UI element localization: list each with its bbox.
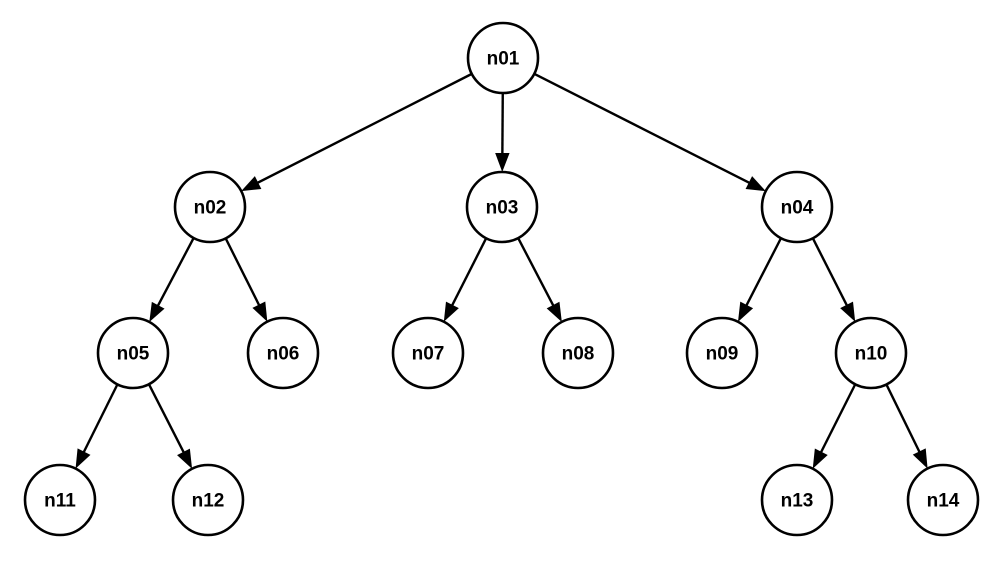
edge-line	[80, 383, 119, 457]
edge-line	[811, 237, 850, 310]
graph-edge-n02-n05	[149, 237, 195, 323]
node-layer: n01 n02 n03 n04 n05 n06 n07 n08 n09 n10 n11 n12 n13 n…	[23, 21, 980, 537]
edge-layer	[75, 72, 928, 469]
node-label: n14	[927, 491, 960, 512]
graph-node-n10[interactable]: n10	[834, 316, 908, 390]
node-label: n09	[706, 344, 739, 365]
graph-edge-n05-n11	[75, 383, 119, 469]
edge-line	[885, 383, 923, 457]
graph-edge-n03-n08	[517, 237, 562, 322]
node-circle[interactable]	[96, 316, 170, 390]
edge-line	[449, 237, 488, 310]
edge-arrowhead	[840, 301, 856, 322]
node-circle[interactable]	[685, 316, 759, 390]
edge-line	[147, 383, 187, 457]
node-label: n13	[781, 491, 814, 512]
edge-arrowhead	[495, 152, 510, 172]
graph-edge-n02-n06	[224, 237, 268, 322]
graph-edge-n10-n14	[885, 383, 928, 469]
node-label: n11	[44, 491, 76, 512]
node-circle[interactable]	[760, 170, 834, 244]
edge-arrowhead	[75, 448, 91, 469]
node-circle[interactable]	[834, 316, 908, 390]
node-label: n08	[562, 344, 595, 365]
graph-node-n04[interactable]: n04	[760, 170, 834, 244]
node-circle[interactable]	[173, 170, 247, 244]
edge-arrowhead	[252, 301, 268, 322]
graph-edge-n04-n10	[811, 237, 856, 322]
graph-node-n08[interactable]: n08	[541, 316, 615, 390]
node-label: n01	[487, 49, 520, 70]
graph-edge-n01-n02	[241, 72, 473, 192]
edge-arrowhead	[443, 301, 459, 322]
graph-node-n12[interactable]: n12	[171, 463, 245, 537]
graph-edge-n03-n07	[443, 237, 488, 322]
node-circle[interactable]	[246, 316, 320, 390]
graph-node-n14[interactable]: n14	[906, 463, 980, 537]
edge-arrowhead	[546, 301, 562, 322]
edge-line	[533, 72, 754, 186]
edge-arrowhead	[737, 301, 754, 322]
edge-arrowhead	[912, 448, 928, 469]
graph-node-n07[interactable]: n07	[391, 316, 465, 390]
node-label: n12	[192, 491, 225, 512]
graph-node-n05[interactable]: n05	[96, 316, 170, 390]
node-circle[interactable]	[541, 316, 615, 390]
graph-node-n09[interactable]: n09	[685, 316, 759, 390]
node-circle[interactable]	[23, 463, 97, 537]
graph-node-n02[interactable]: n02	[173, 170, 247, 244]
graph-edge-n10-n13	[812, 383, 857, 469]
edge-line	[253, 72, 473, 186]
edge-arrowhead	[177, 448, 193, 469]
edge-arrowhead	[812, 448, 828, 469]
graph-edge-n05-n12	[147, 383, 193, 469]
node-label: n10	[855, 344, 888, 365]
node-circle[interactable]	[760, 463, 834, 537]
graph-node-n11[interactable]: n11	[23, 463, 97, 537]
node-label: n07	[412, 344, 445, 365]
graph-edge-n04-n09	[737, 237, 783, 322]
node-label: n02	[194, 198, 227, 219]
graph-node-n13[interactable]: n13	[760, 463, 834, 537]
node-circle[interactable]	[171, 463, 245, 537]
node-circle[interactable]	[906, 463, 980, 537]
graph-node-n03[interactable]: n03	[465, 170, 539, 244]
graph-edge-n01-n03	[495, 92, 510, 172]
node-label: n06	[267, 344, 300, 365]
node-label: n04	[781, 198, 814, 219]
edge-arrowhead	[241, 176, 262, 192]
node-label: n05	[117, 344, 150, 365]
node-circle[interactable]	[465, 170, 539, 244]
node-label: n03	[486, 198, 519, 219]
edge-arrowhead	[745, 176, 766, 192]
edge-line	[743, 237, 783, 310]
node-circle[interactable]	[466, 21, 540, 95]
edge-line	[154, 237, 195, 311]
edge-line	[817, 383, 857, 457]
node-circle[interactable]	[391, 316, 465, 390]
edge-line	[224, 237, 263, 310]
graph-node-n01[interactable]: n01	[466, 21, 540, 95]
edge-arrowhead	[149, 301, 165, 323]
graph-node-n06[interactable]: n06	[246, 316, 320, 390]
graph-edge-n01-n04	[533, 72, 766, 192]
edge-line	[517, 237, 557, 311]
